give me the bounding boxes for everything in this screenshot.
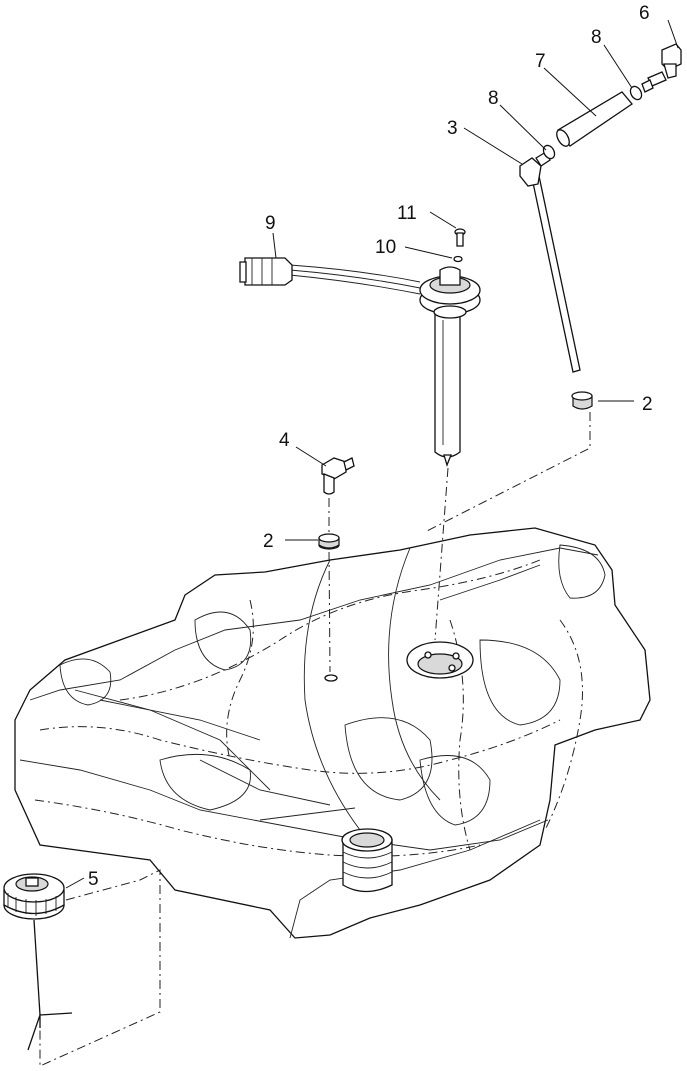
callout-8-upper: 8 — [591, 27, 602, 48]
elbow-fitting — [321, 457, 355, 495]
callout-4: 4 — [279, 430, 290, 451]
callout-9: 9 — [265, 213, 276, 234]
vent-hose — [556, 91, 633, 147]
callout-8-lower: 8 — [488, 88, 499, 109]
centerline-cap — [39, 869, 161, 1067]
screw — [454, 228, 466, 247]
callout-6: 6 — [639, 3, 650, 24]
tank-port — [324, 674, 338, 682]
centerline-vent — [424, 412, 591, 533]
grommet-right — [571, 391, 593, 410]
filler-neck — [341, 828, 393, 893]
callout-3: 3 — [447, 118, 458, 139]
washer — [453, 255, 463, 263]
fuel-level-sender — [239, 257, 481, 467]
hose-clamp-upper — [629, 85, 643, 101]
callout-2-left: 2 — [263, 531, 274, 552]
vent-valve — [641, 43, 682, 93]
callout-5: 5 — [88, 869, 99, 890]
hose-clamp-lower — [542, 144, 556, 160]
grommet-left — [318, 533, 340, 550]
callout-2-right: 2 — [642, 394, 653, 415]
vent-tube — [519, 151, 581, 373]
callout-11: 11 — [397, 203, 417, 224]
tank-sender-flange — [406, 641, 474, 679]
fuel-tank — [14, 527, 651, 939]
fuel-cap — [3, 873, 73, 1051]
centerline-elbow — [328, 498, 331, 673]
callout-7: 7 — [535, 51, 546, 72]
leader-lines — [65, 19, 679, 889]
callout-10: 10 — [375, 237, 396, 258]
